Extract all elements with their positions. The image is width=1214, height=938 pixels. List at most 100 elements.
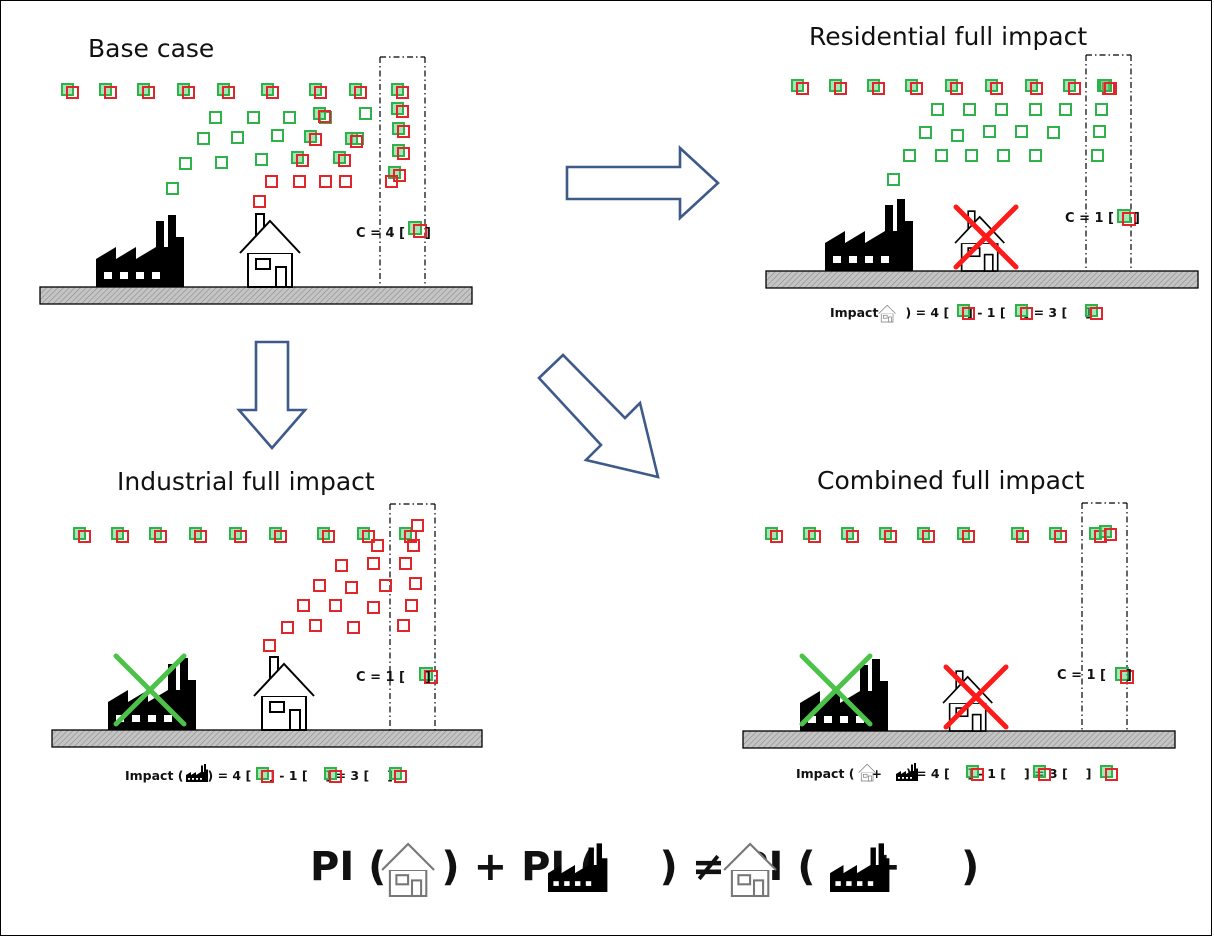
mixed-particle-pair-icon xyxy=(391,83,409,99)
red-particle xyxy=(1122,212,1136,226)
red-particle xyxy=(281,621,294,634)
red-particle xyxy=(314,86,327,99)
green-particle xyxy=(1059,103,1072,116)
mixed-particle-pair-icon xyxy=(392,122,410,138)
house-roof xyxy=(239,219,301,254)
house-window xyxy=(269,701,285,713)
red-particle xyxy=(1090,307,1103,320)
red-particle xyxy=(371,539,384,552)
red-particle xyxy=(397,619,410,632)
factory-window xyxy=(553,881,559,886)
house-roof xyxy=(253,662,315,697)
caption-lead: Impact ( xyxy=(796,766,855,781)
mixed-particle-pair-icon xyxy=(357,527,375,543)
concentration-label-residential: C = 1 [] xyxy=(1065,211,1140,226)
red-particle xyxy=(394,770,407,783)
green-particle xyxy=(935,149,948,162)
mixed-particle-pair-icon xyxy=(229,527,247,543)
green-particle xyxy=(166,182,179,195)
house-door xyxy=(971,713,982,732)
factory-window xyxy=(120,272,128,279)
formula-part: ) xyxy=(961,844,979,890)
green-cross-icon xyxy=(113,653,187,727)
red-particle xyxy=(347,621,360,634)
caption-end: ] xyxy=(1086,766,1092,781)
mixed-particle-pair-icon xyxy=(189,527,207,543)
mixed-particle-pair-icon xyxy=(905,79,923,95)
mixed-particle-pair-icon xyxy=(765,527,783,543)
factory-window xyxy=(575,881,581,886)
formula-icons xyxy=(381,842,890,898)
title-industrial-full-impact: Industrial full impact xyxy=(117,467,375,496)
red-particle xyxy=(362,530,375,543)
ground-strip xyxy=(765,270,1199,289)
red-particle xyxy=(116,530,129,543)
red-particle xyxy=(409,577,422,590)
house-door xyxy=(888,316,892,323)
red-particle xyxy=(1016,530,1029,543)
green-particle xyxy=(209,111,222,124)
red-particle xyxy=(808,530,821,543)
red-particle xyxy=(194,530,207,543)
mixed-particle-pair-icon xyxy=(985,79,1003,95)
house-icon xyxy=(381,842,435,898)
cross-stroke xyxy=(943,664,1009,730)
red-particle xyxy=(413,224,427,238)
mixed-particle-pair-icon xyxy=(1100,765,1118,781)
mixed-particle-pair-icon xyxy=(1099,79,1117,95)
red-particle xyxy=(261,770,274,783)
green-particle xyxy=(283,111,296,124)
caption-part: ) = 4 [ xyxy=(906,305,950,320)
mixed-particle-pair-icon xyxy=(966,765,984,781)
caption-plus: + xyxy=(872,766,882,781)
red-particle xyxy=(922,530,935,543)
green-particle xyxy=(271,129,284,142)
factory-window xyxy=(188,778,190,780)
house-icon xyxy=(723,842,777,898)
factory-window xyxy=(192,778,194,780)
mixed-particle-pair-icon xyxy=(1025,79,1043,95)
house-window xyxy=(737,874,752,886)
mixed-particle-pair-icon xyxy=(879,527,897,543)
factory-window xyxy=(856,716,864,723)
red-particle xyxy=(396,105,409,118)
red-particle xyxy=(263,639,276,652)
conc-suffix: ] xyxy=(1126,668,1132,683)
arrow-down-icon xyxy=(236,340,308,450)
formula-pi: PI ( xyxy=(310,844,386,890)
mixed-particle-pair-icon xyxy=(1049,527,1067,543)
mixed-particle-pair-icon xyxy=(99,83,117,99)
caption-lead: Impact ( xyxy=(125,768,184,783)
conc-suffix: ] xyxy=(425,226,431,241)
mixed-particle-pair-icon xyxy=(408,221,427,238)
green-particle xyxy=(963,103,976,116)
red-particle xyxy=(872,82,885,95)
red-particle xyxy=(253,195,266,208)
mixed-particle-pair-icon xyxy=(149,527,167,543)
house-icon xyxy=(253,656,315,731)
caption-part: ] = 3 [ xyxy=(1024,305,1068,320)
house-icon xyxy=(858,763,876,782)
title-base-case: Base case xyxy=(88,34,214,63)
red-particle xyxy=(411,519,424,532)
mixed-particle-pair-icon xyxy=(829,79,847,95)
title-residential-full-impact: Residential full impact xyxy=(809,22,1087,51)
red-particle xyxy=(338,154,351,167)
green-particle xyxy=(1029,103,1042,116)
factory-window xyxy=(152,272,160,279)
mixed-particle-pair-icon xyxy=(1085,304,1103,320)
house-window xyxy=(863,773,868,778)
mixed-particle-pair-icon xyxy=(1015,304,1033,320)
ground-strip xyxy=(742,730,1176,749)
factory-window xyxy=(867,881,874,886)
mixed-particle-pair-icon xyxy=(419,667,438,684)
green-particle xyxy=(983,125,996,138)
impact-caption-residential: Impact () = 4 [] - 1 [] = 3 [] xyxy=(830,305,1091,320)
mixed-particle-pair-icon xyxy=(945,79,963,95)
red-particle xyxy=(962,530,975,543)
red-particle xyxy=(367,601,380,614)
factory-body xyxy=(896,763,918,781)
concentration-label-base: C = 4 [] xyxy=(356,226,431,241)
red-particle xyxy=(1105,768,1118,781)
red-particle xyxy=(319,175,332,188)
